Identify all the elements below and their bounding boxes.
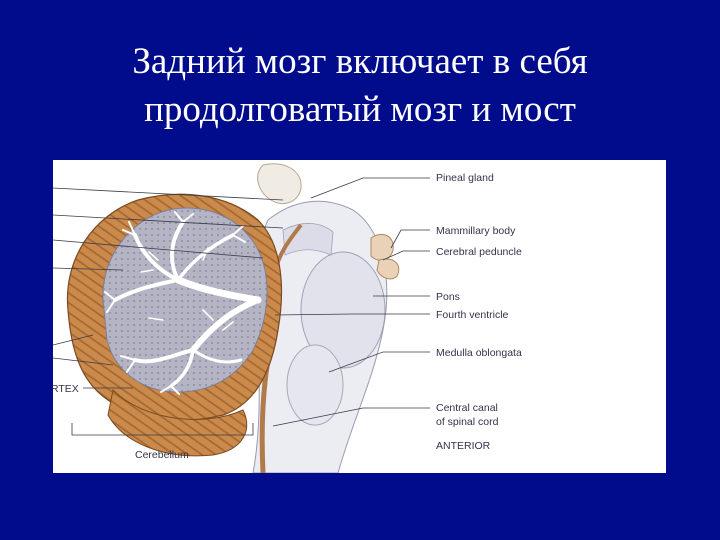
label-central-canal-line-1: Central canal xyxy=(436,402,498,414)
label-pons: Pons xyxy=(436,291,460,303)
brain-diagram-figure: Pineal gland Mammillary body Cerebral pe… xyxy=(53,160,666,473)
label-cerebellum: Cerebellum xyxy=(135,449,189,461)
slide-title: Задний мозг включает в себя продолговаты… xyxy=(0,38,720,134)
label-medulla-oblongata: Medulla oblongata xyxy=(436,347,522,359)
label-pineal-gland: Pineal gland xyxy=(436,172,494,184)
brain-diagram-svg: Pineal gland Mammillary body Cerebral pe… xyxy=(53,160,666,473)
label-cortex-partial: RTEX xyxy=(53,383,79,395)
slide-title-line-1: Задний мозг включает в себя xyxy=(0,38,720,86)
label-mammillary-body: Mammillary body xyxy=(436,225,516,237)
cerebellum xyxy=(67,194,281,456)
pineal-region xyxy=(258,164,301,204)
label-central-canal-line-2: of spinal cord xyxy=(436,416,499,428)
slide-title-line-2: продолговатый мозг и мост xyxy=(0,86,720,134)
label-anterior: ANTERIOR xyxy=(436,440,491,452)
medulla-shape xyxy=(287,345,343,425)
label-fourth-ventricle: Fourth ventricle xyxy=(436,309,509,321)
label-cerebral-peduncle: Cerebral peduncle xyxy=(436,246,522,258)
